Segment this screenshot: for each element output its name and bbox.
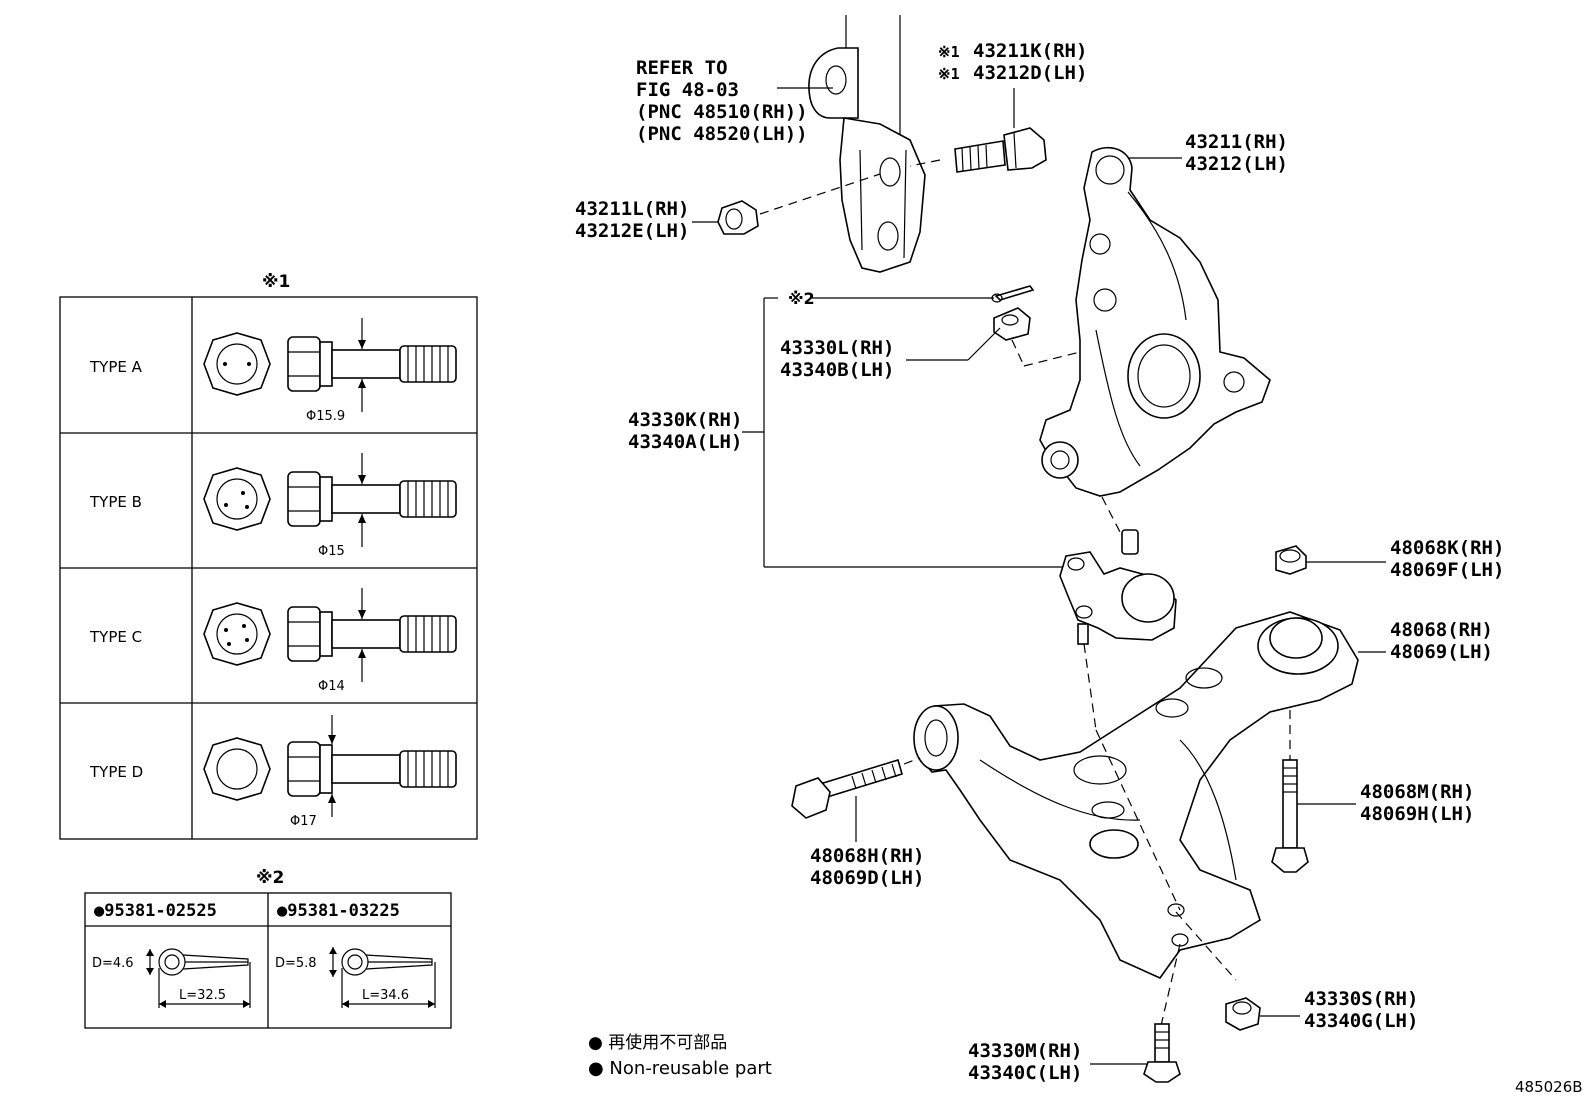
bushing-small-lh-label: 48069F(LH) bbox=[1390, 559, 1504, 581]
strut-bolt-lh-label: 43212D(LH) bbox=[973, 62, 1087, 84]
bolt-type-c-diameter: Φ14 bbox=[318, 679, 345, 694]
lower-control-arm bbox=[913, 611, 1359, 979]
strut-bolt-note-mark-2: ※1 bbox=[938, 65, 960, 83]
vertical-bolt-rh-label: 48068M(RH) bbox=[1360, 781, 1474, 803]
flange-nut bbox=[1225, 997, 1261, 1031]
bolt-type-c-label: TYPE C bbox=[89, 628, 142, 646]
bolt-type-a-label: TYPE A bbox=[89, 358, 143, 376]
castle-nut-rh-label: 43330L(RH) bbox=[780, 337, 894, 359]
bolt-type-b-label: TYPE B bbox=[89, 493, 142, 511]
bushing-small bbox=[1275, 545, 1307, 575]
strut-bolt bbox=[954, 127, 1047, 173]
ball-joint-dashline bbox=[1101, 496, 1121, 533]
strut-nut-lh-label: 43212E(LH) bbox=[575, 220, 689, 242]
bolt-type-b-drawing bbox=[203, 453, 457, 547]
nut-dashline-2 bbox=[1023, 351, 1081, 367]
knuckle-rh-label: 43211(RH) bbox=[1185, 131, 1288, 153]
cotter-pin-2-drawing bbox=[329, 947, 436, 1008]
bolt-type-d-drawing bbox=[203, 715, 457, 817]
horizontal-bolt-dashline bbox=[903, 757, 921, 765]
pin-1-length: L=32.5 bbox=[179, 988, 226, 1003]
castle-nut-lh-label: 43340B(LH) bbox=[780, 359, 894, 381]
strut-nut-rh-label: 43211L(RH) bbox=[575, 198, 689, 220]
bolt-type-a-drawing bbox=[203, 318, 457, 412]
refer-line-1: REFER TO bbox=[636, 57, 728, 79]
vertical-bolt-lh-label: 48069H(LH) bbox=[1360, 803, 1474, 825]
bolt-type-a-diameter: Φ15.9 bbox=[306, 409, 345, 424]
pin-part-1: ●95381-02525 bbox=[94, 901, 217, 921]
ball-stud-dashline bbox=[1095, 729, 1181, 911]
bolt-table-heading: ※1 bbox=[262, 272, 290, 292]
cotter-pin-1-drawing bbox=[146, 948, 251, 1008]
bolt-type-b-diameter: Φ15 bbox=[318, 544, 345, 559]
flange-nut-lh-label: 43340G(LH) bbox=[1304, 1010, 1418, 1032]
strut-nut bbox=[717, 200, 759, 235]
castle-nut bbox=[993, 307, 1031, 341]
refer-line-4: (PNC 48520(LH)) bbox=[636, 123, 808, 145]
flange-bolt-rh-label: 43330M(RH) bbox=[968, 1040, 1082, 1062]
castle-nut-leader-2 bbox=[967, 327, 1001, 361]
ball-joint-note-mark: ※2 bbox=[788, 289, 815, 308]
flange-bolt-lh-label: 43340C(LH) bbox=[968, 1062, 1082, 1084]
nut-dashline-1 bbox=[1011, 339, 1025, 367]
flange-bolt bbox=[1143, 1023, 1181, 1083]
bolt-type-d-label: TYPE D bbox=[89, 763, 143, 781]
bolt-type-c-drawing bbox=[203, 588, 457, 682]
refer-line-3: (PNC 48510(RH)) bbox=[636, 101, 808, 123]
knuckle-lh-label: 43212(LH) bbox=[1185, 153, 1288, 175]
horizontal-bolt-lh-label: 48069D(LH) bbox=[810, 867, 924, 889]
refer-line-2: FIG 48-03 bbox=[636, 79, 739, 101]
arm-nut-dashline bbox=[1175, 911, 1237, 981]
strut-bracket bbox=[808, 15, 926, 273]
strut-bolt-rh-label: 43211K(RH) bbox=[973, 40, 1087, 62]
pin-part-2: ●95381-03225 bbox=[277, 901, 400, 921]
ball-joint-rh-label: 43330K(RH) bbox=[628, 409, 742, 431]
pin-1-diameter: D=4.6 bbox=[92, 956, 134, 971]
legend-japanese: ● 再使用不可部品 bbox=[588, 1032, 727, 1053]
bolt-type-table bbox=[59, 296, 478, 840]
control-arm-rh-label: 48068(RH) bbox=[1390, 619, 1493, 641]
ball-joint-lower-dashline bbox=[1083, 643, 1097, 731]
legend-english: ● Non-reusable part bbox=[588, 1058, 772, 1079]
strut-nut-dashline bbox=[759, 173, 881, 215]
horizontal-bolt bbox=[791, 758, 903, 819]
control-arm-lh-label: 48069(LH) bbox=[1390, 641, 1493, 663]
cotter-pin-table bbox=[84, 892, 452, 1029]
steering-knuckle bbox=[1039, 146, 1271, 497]
pin-2-length: L=34.6 bbox=[362, 988, 409, 1003]
figure-id: 485026B bbox=[1515, 1078, 1583, 1096]
cotter-pin bbox=[991, 285, 1035, 303]
ball-joint-lh-label: 43340A(LH) bbox=[628, 431, 742, 453]
bolt-type-d-diameter: Φ17 bbox=[290, 814, 317, 829]
ball-joint bbox=[1059, 529, 1177, 645]
horizontal-bolt-rh-label: 48068H(RH) bbox=[810, 845, 924, 867]
strut-bolt-note-mark: ※1 bbox=[938, 43, 960, 61]
pin-table-heading: ※2 bbox=[256, 868, 284, 888]
pin-2-diameter: D=5.8 bbox=[275, 956, 317, 971]
strut-bolt-dashline bbox=[909, 159, 941, 167]
flange-nut-rh-label: 43330S(RH) bbox=[1304, 988, 1418, 1010]
vertical-bolt bbox=[1271, 759, 1309, 873]
bushing-small-rh-label: 48068K(RH) bbox=[1390, 537, 1504, 559]
ball-joint-bracket bbox=[742, 297, 1066, 568]
